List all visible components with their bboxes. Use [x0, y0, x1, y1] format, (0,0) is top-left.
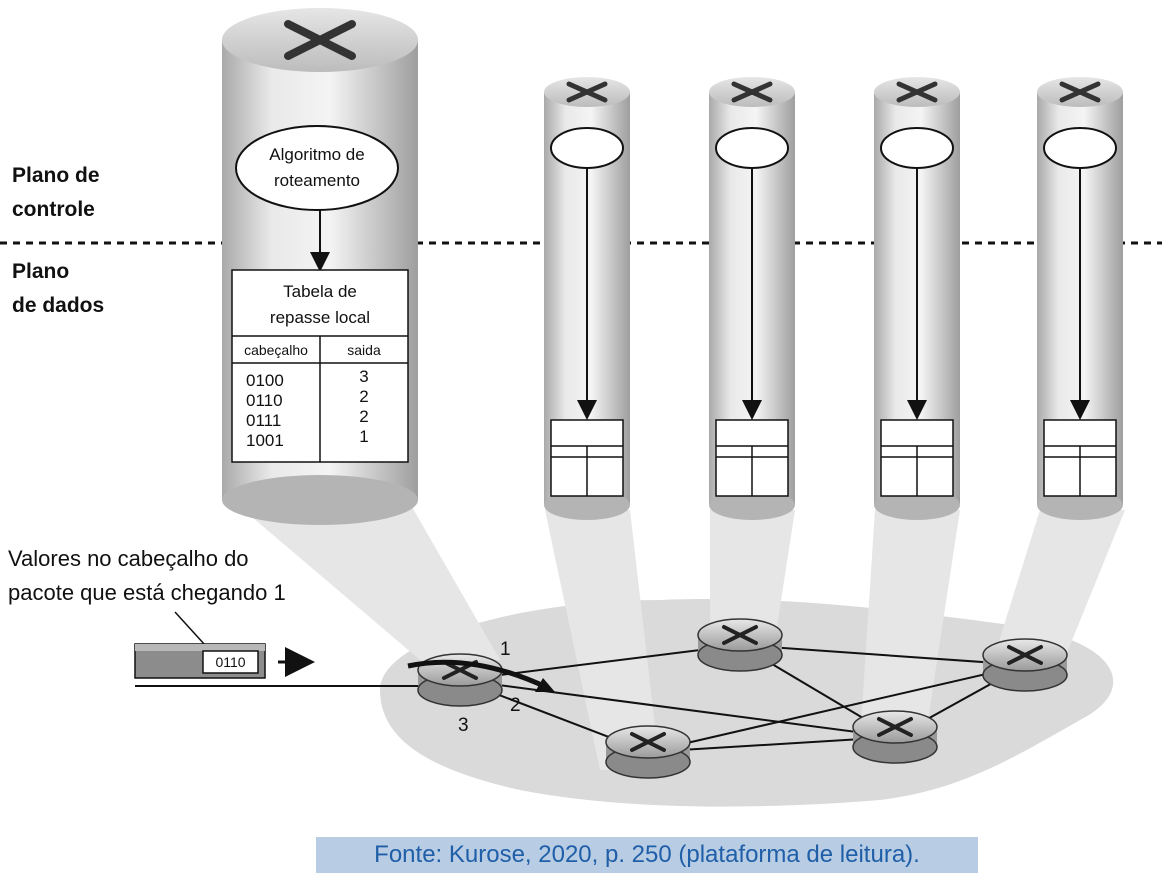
table-row-header: 0100 [246, 371, 284, 390]
router-icon [697, 618, 783, 672]
control-plane-label-1: Plano de [12, 164, 100, 187]
table-rows: 0100 3 0110 2 0111 2 1001 1 [246, 367, 369, 450]
router-x-icon [1059, 81, 1101, 103]
forwarding-table [231, 269, 409, 463]
port-1-label: 1 [500, 639, 511, 660]
forwarding-path-arrow [407, 659, 550, 691]
small-router-cylinder [874, 77, 960, 520]
table-col-output: saida [347, 342, 381, 358]
small-router-cylinder [544, 77, 630, 520]
control-agent-node [715, 127, 789, 169]
control-agent-node [550, 127, 624, 169]
port-3-label: 3 [458, 715, 469, 736]
small-router-cylinder [709, 77, 795, 520]
table-row-header: 0111 [246, 411, 281, 430]
figure-caption: Fonte: Kurose, 2020, p. 250 (plataforma … [374, 841, 920, 868]
small-router-cylinders [544, 77, 1123, 520]
router-x-icon [284, 20, 356, 60]
control-agent-node [1043, 127, 1117, 169]
table-row-header: 1001 [246, 431, 284, 450]
data-plane-label-1: Plano [12, 260, 69, 283]
packet-note-pointer [174, 611, 206, 646]
data-plane-label-2: de dados [12, 294, 104, 317]
router-x-icon [566, 81, 608, 103]
router-x-icon [896, 81, 938, 103]
router-icon [852, 710, 938, 764]
router-icon [605, 725, 691, 779]
packet-note-1: Valores no cabeçalho do [8, 546, 249, 571]
table-row-header: 0110 [246, 391, 283, 410]
mini-forwarding-table [715, 419, 789, 497]
routing-algorithm-node [235, 125, 399, 211]
table-row-output: 3 [359, 367, 368, 386]
packet-note-2: pacote que está chegando 1 [8, 580, 286, 605]
router-x-icon [731, 81, 773, 103]
mini-forwarding-table [550, 419, 624, 497]
mini-forwarding-table [880, 419, 954, 497]
table-row-output: 2 [359, 387, 368, 406]
packet-header-value: 0110 [215, 654, 245, 670]
algorithm-label-1: Algoritmo de [269, 145, 364, 164]
packet [134, 643, 266, 679]
algorithm-label-2: roteamento [274, 171, 360, 190]
table-row-output: 2 [359, 407, 368, 426]
network-routers [417, 618, 1068, 779]
small-router-cylinder [1037, 77, 1123, 520]
port-2-label: 2 [510, 695, 521, 716]
caption-highlight [316, 837, 978, 873]
control-agent-node [880, 127, 954, 169]
table-row-output: 1 [359, 427, 368, 446]
router-icon [982, 638, 1068, 692]
table-title-1: Tabela de [283, 282, 357, 301]
table-col-header: cabeçalho [244, 342, 308, 358]
control-plane-label-2: controle [12, 198, 95, 221]
table-title-2: repasse local [270, 308, 370, 327]
forwarding-path-arrowhead [535, 678, 555, 692]
projection-cones [232, 500, 1125, 770]
mini-forwarding-table [1043, 419, 1117, 497]
